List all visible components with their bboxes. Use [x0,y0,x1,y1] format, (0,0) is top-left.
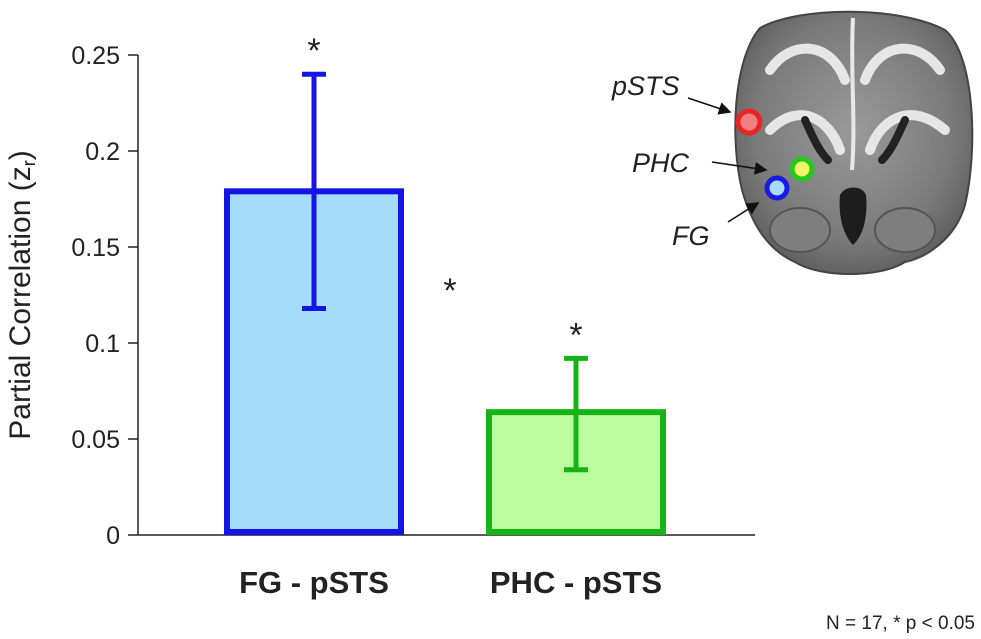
PHC-marker [789,156,815,182]
y-tick-label: 0.1 [85,330,120,358]
brain-ventricle-left [801,116,832,164]
FG-label: FG [672,221,710,251]
y-tick-label: 0.25 [71,42,120,70]
pSTS-label: pSTS [611,71,680,101]
y-tick-label: 0.05 [71,426,120,454]
significance-mark-fg-pSTS: * [307,32,320,70]
brain-inset: pSTS PHC FG [611,8,976,280]
pSTS-marker [735,108,763,136]
sample-size-note: N = 17, * p < 0.05 [826,613,975,634]
FG-marker [764,175,790,201]
pSTS-arrow [687,97,732,115]
y-axis-label-subscript: r [19,160,39,166]
FG-arrow [727,202,760,223]
cerebellum-left [769,207,831,253]
brain-white-matter [765,43,950,155]
y-ticks: 0 0.05 0.1 0.15 0.2 0.25 [71,42,138,550]
y-tick-label: 0.2 [85,138,120,166]
significance-mark-phc-pSTS: * [569,316,582,354]
error-bar-fg-pSTS [302,71,326,311]
brain-midline [850,17,856,171]
brain-ventricle-right [878,116,909,164]
y-axis-label: Partial Correlation (zr) [4,150,39,439]
between-bars-significance-mark: * [443,272,456,310]
y-axis-label-close: ) [4,150,37,160]
cerebellum-right [874,207,936,253]
brainstem [839,187,867,245]
PHC-label: PHC [632,148,690,178]
bars: * FG - pSTS * PHC - pSTS [224,32,666,600]
PHC-arrow [711,161,768,175]
category-label-phc-pSTS: PHC - pSTS [490,565,662,600]
category-label-fg-pSTS: FG - pSTS [239,565,389,600]
error-bar-phc-pSTS [564,355,588,473]
y-tick-label: 0 [106,522,120,550]
y-tick-label: 0.15 [71,234,120,262]
